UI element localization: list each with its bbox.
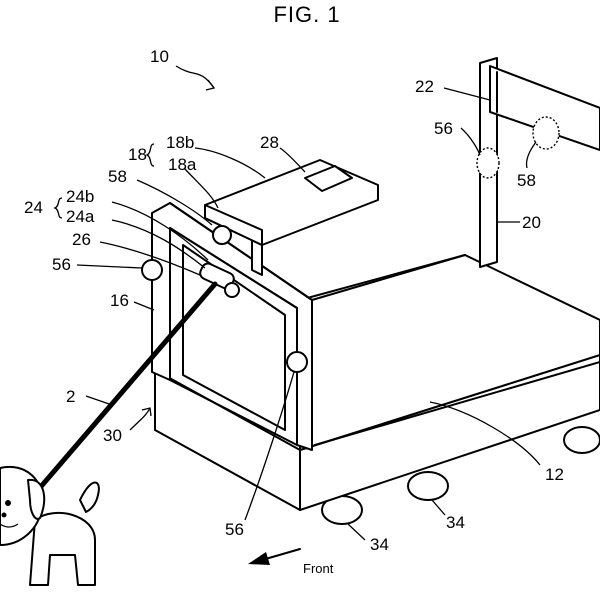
label-18b: 18b <box>166 133 194 152</box>
rear-post-assembly <box>476 57 600 268</box>
dog <box>0 465 100 586</box>
label-34-left: 34 <box>370 535 389 554</box>
leash-attachment <box>199 262 240 298</box>
dog-body <box>29 511 96 586</box>
label-58-rear: 58 <box>517 171 536 190</box>
figure-title: FIG. 1 <box>273 2 340 27</box>
label-10: 10 <box>150 47 169 66</box>
label-26: 26 <box>72 230 91 249</box>
label-20: 20 <box>522 213 541 232</box>
front-label: Front <box>303 561 334 576</box>
wheel-middle <box>407 471 449 501</box>
handle-bar <box>489 65 600 151</box>
label-56-rear: 56 <box>434 119 453 138</box>
label-12: 12 <box>545 465 564 484</box>
sensor-box <box>204 159 379 276</box>
label-30: 30 <box>103 426 122 445</box>
leash <box>35 281 218 493</box>
front-arrow: Front <box>248 548 334 576</box>
wheel-rear <box>563 426 600 454</box>
label-22: 22 <box>415 77 434 96</box>
label-24: 24 <box>24 198 43 217</box>
label-18: 18 <box>128 145 147 164</box>
label-24a: 24a <box>66 207 95 226</box>
brace-24 <box>53 197 63 219</box>
dog-ear <box>27 478 46 520</box>
leash-tip-26 <box>224 282 240 298</box>
label-24b: 24b <box>66 187 94 206</box>
leader-lines <box>76 65 541 541</box>
label-2: 2 <box>66 387 75 406</box>
rear-light-56 <box>476 147 500 179</box>
label-56-front: 56 <box>52 255 71 274</box>
camera-28 <box>304 165 353 192</box>
rear-sensor-58 <box>532 116 560 150</box>
label-58-front: 58 <box>108 167 127 186</box>
side-light-56 <box>286 351 308 373</box>
reference-numerals: 10 18b 18 18a 28 58 24b 24 24a 26 56 16 … <box>24 47 564 554</box>
dog-tail <box>79 481 100 513</box>
sensor-lens-58 <box>212 225 232 245</box>
label-34-right: 34 <box>446 513 465 532</box>
label-56-bottom: 56 <box>225 520 244 539</box>
label-18a: 18a <box>168 155 197 174</box>
wheels <box>321 426 600 525</box>
front-light-56 <box>141 259 163 281</box>
label-28: 28 <box>260 133 279 152</box>
label-16: 16 <box>110 291 129 310</box>
brace-18 <box>145 143 155 167</box>
